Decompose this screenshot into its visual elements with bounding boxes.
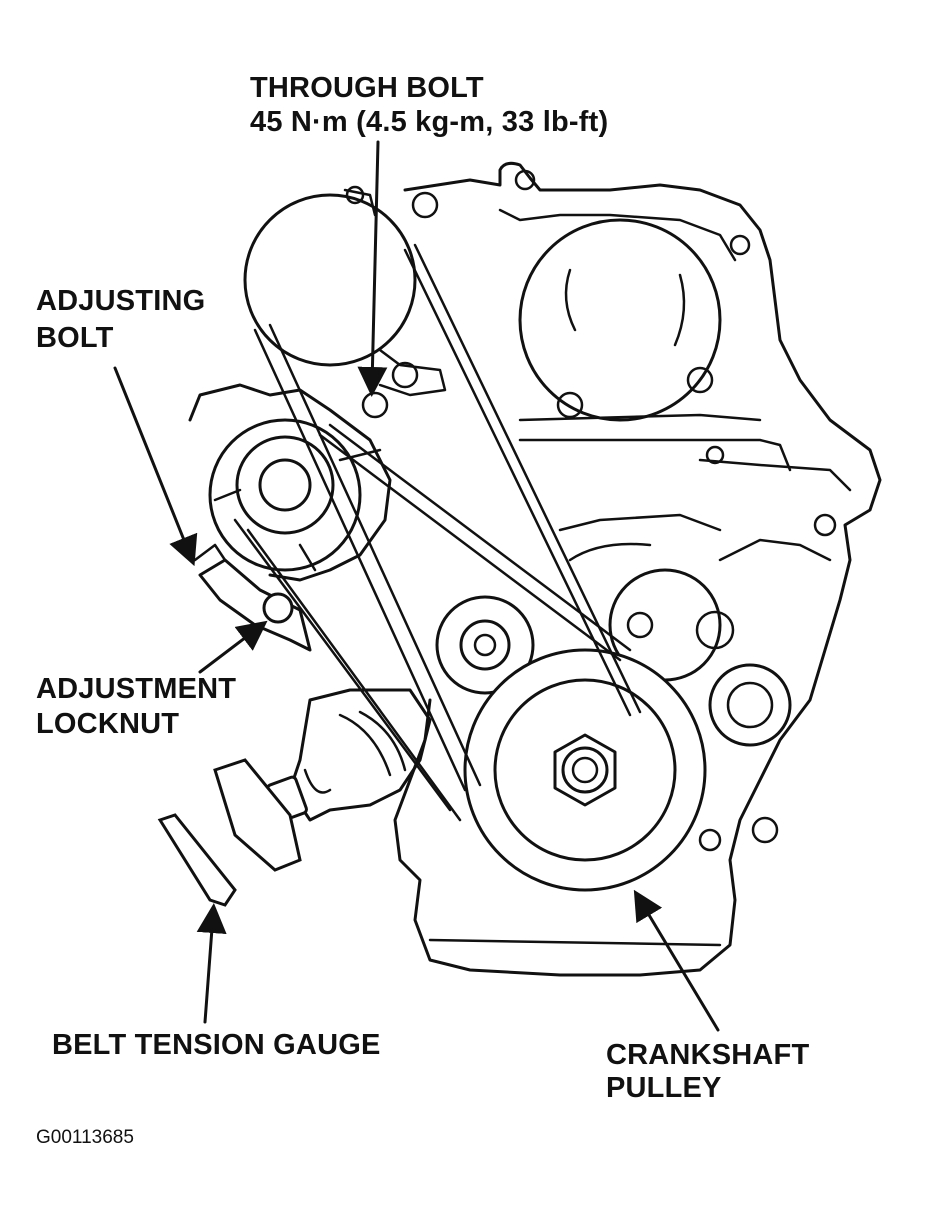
figure-code: G00113685 <box>36 1127 134 1148</box>
alternator <box>243 185 447 419</box>
crankshaft-pulley-arrow <box>633 889 720 1032</box>
drive-belts <box>233 243 642 822</box>
belt-tension-gauge-label: BELT TENSION GAUGE <box>52 1029 381 1061</box>
crankshaft-pulley-label-line2: PULLEY <box>606 1072 722 1104</box>
adjusting-bolt-label-line2: BOLT <box>36 322 114 354</box>
tension-gauge <box>157 688 432 907</box>
adjustment-locknut-arrow <box>198 620 268 674</box>
belt-tension-gauge-arrow <box>196 903 227 1024</box>
adjustment-locknut-label-line2: LOCKNUT <box>36 708 180 740</box>
adjusting-bolt-arrow <box>113 366 198 567</box>
adjusting-bracket <box>193 543 312 652</box>
through-bolt-torque-label: 45 N·m (4.5 kg-m, 33 lb-ft) <box>250 106 609 138</box>
leader-arrows <box>113 140 720 1032</box>
timing-cover <box>411 169 837 852</box>
through-bolt-label: THROUGH BOLT <box>250 72 484 104</box>
adjusting-bolt-label-line1: ADJUSTING <box>36 285 206 317</box>
crankshaft-pulley <box>463 648 707 892</box>
crankshaft-pulley-label-line1: CRANKSHAFT <box>606 1039 810 1071</box>
engine-block <box>393 161 882 977</box>
pump-pulley <box>188 383 392 582</box>
adjustment-locknut-label-line1: ADJUSTMENT <box>36 673 237 705</box>
through-bolt-arrow <box>357 140 388 397</box>
